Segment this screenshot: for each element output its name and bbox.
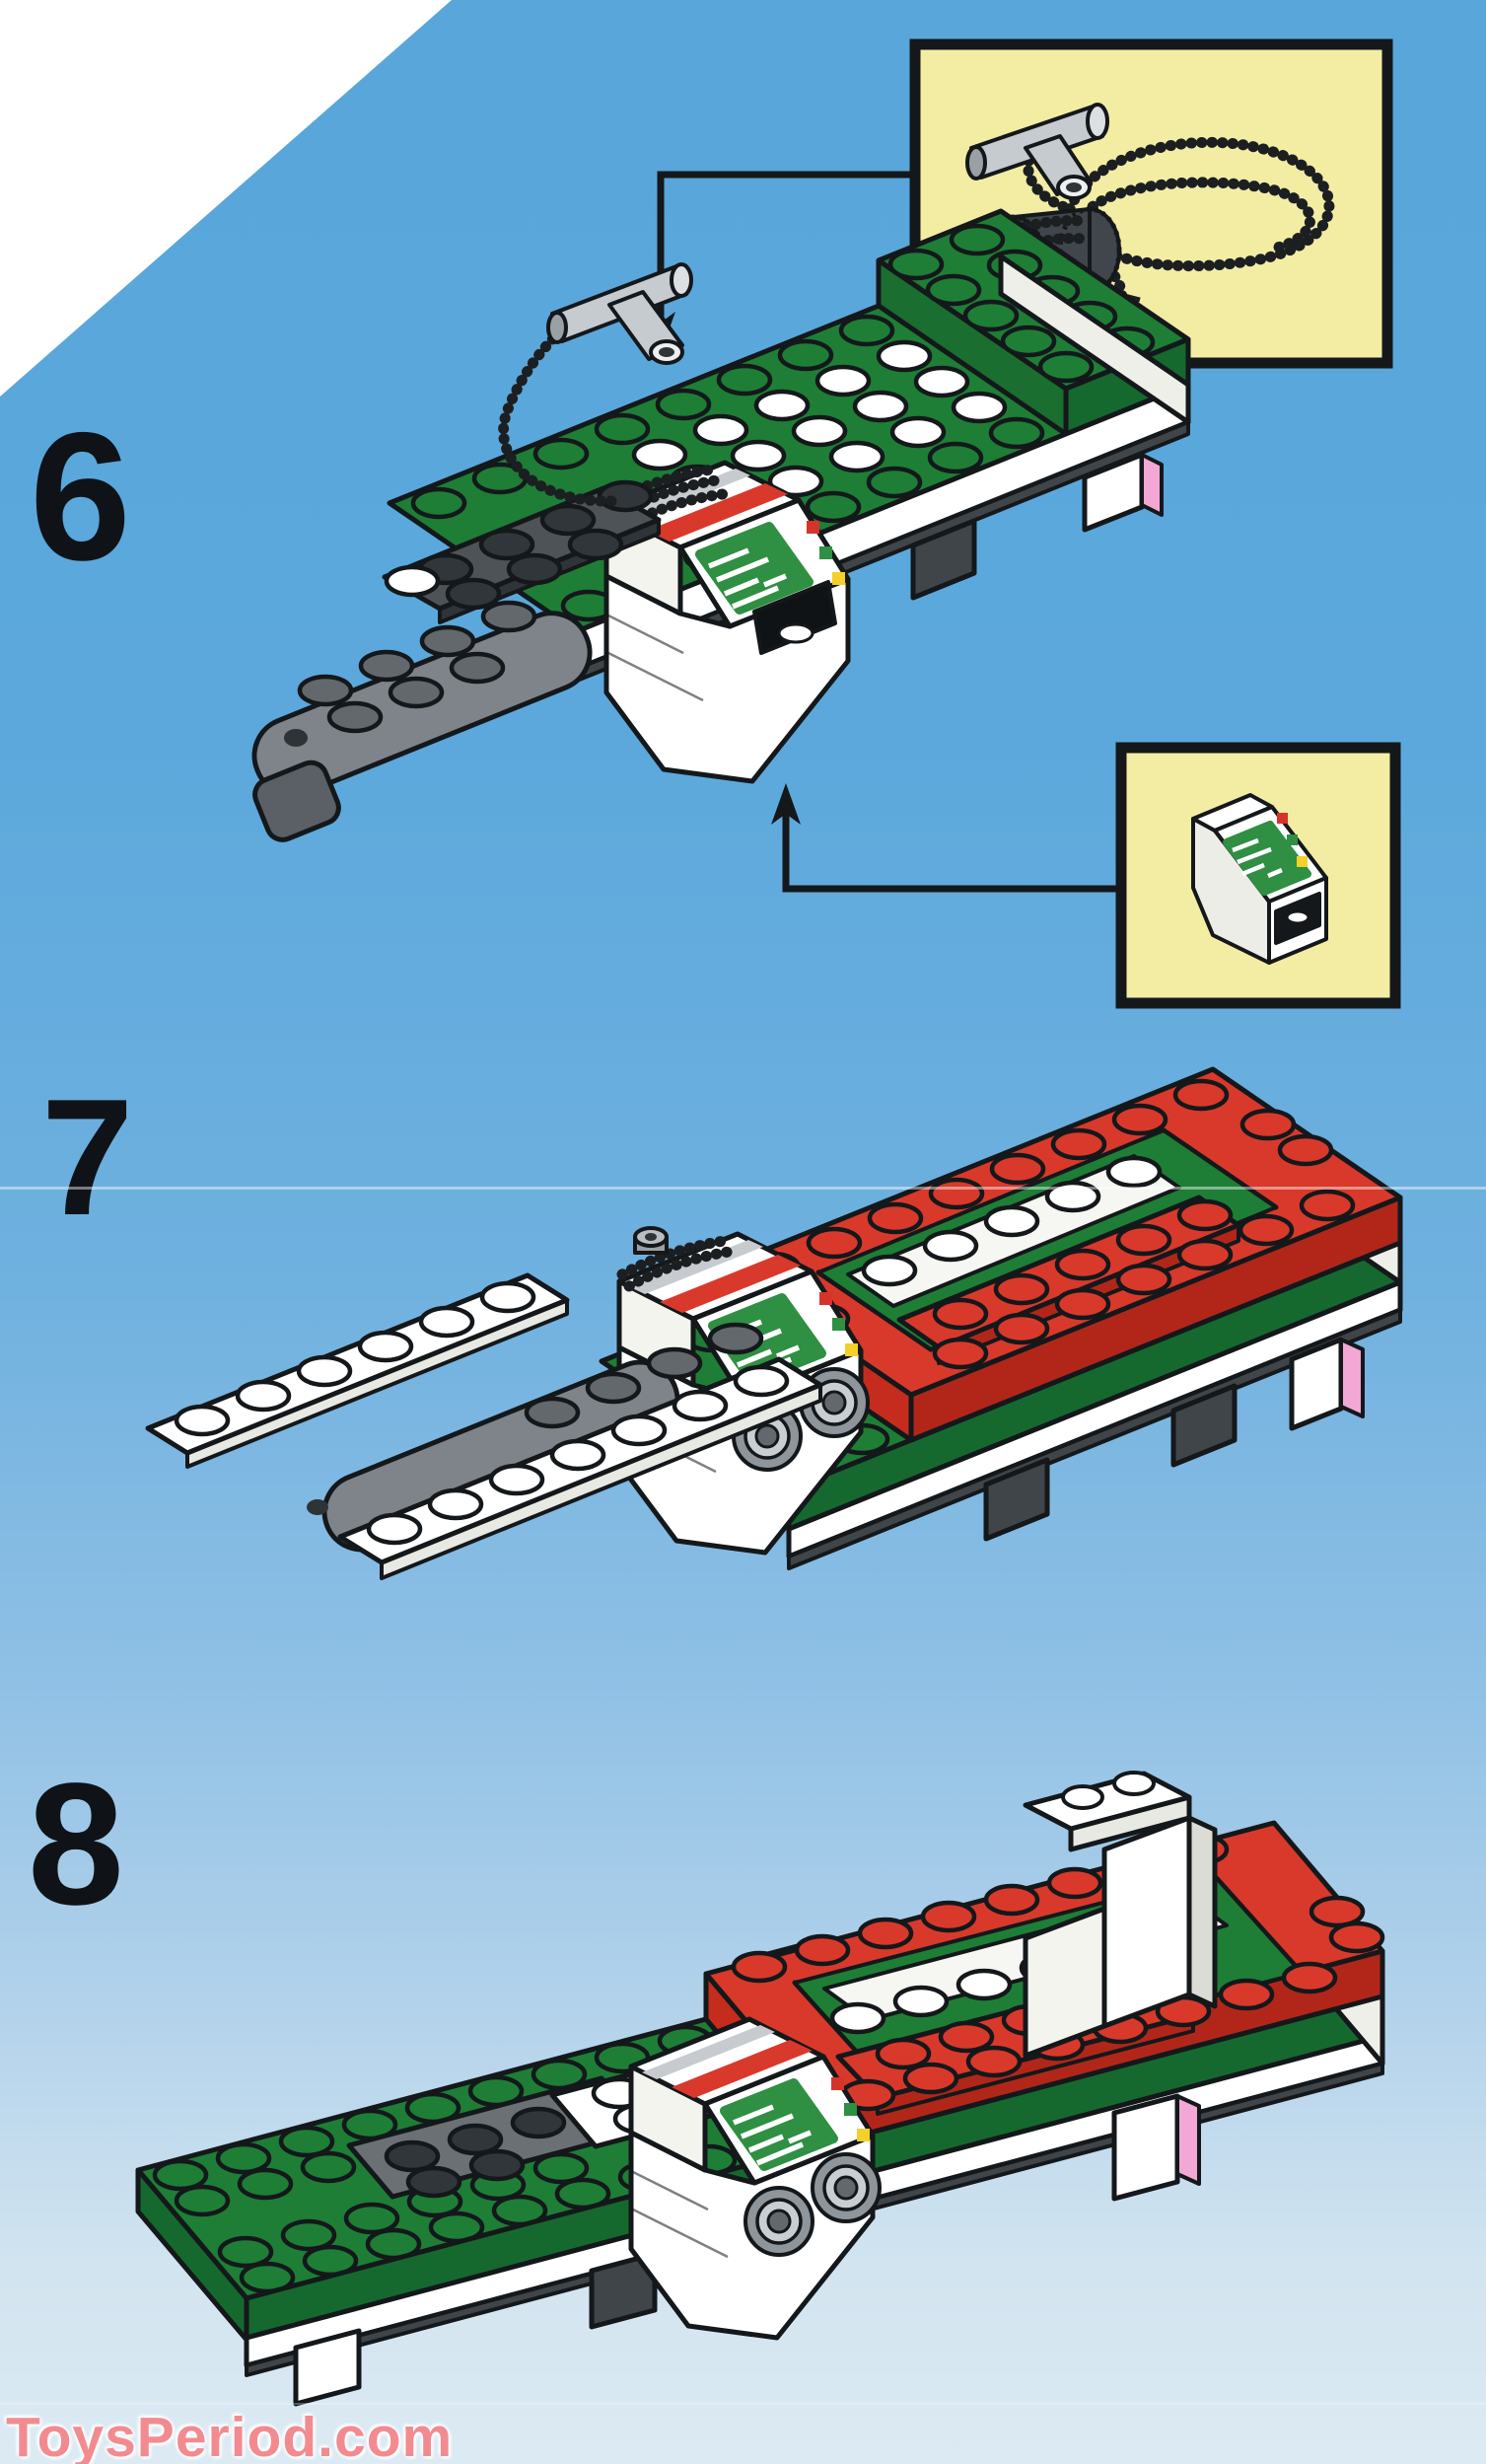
step7-cab [619,1226,870,1553]
step6-end-face [998,254,1191,425]
wheel [811,2152,882,2223]
step6-model [251,208,1191,842]
step8-model [135,1771,1385,2407]
step6-pink-tile [1140,453,1164,517]
page-corner [0,0,452,397]
step7-tow-plates [145,1272,823,1580]
step7-underside [787,1308,1402,1570]
wheel [743,2186,814,2257]
step7-leg [1170,1383,1238,1468]
step8-bracket [1023,1771,1218,2059]
step8-pink-tile [1175,2094,1201,2186]
step6-tow-plates [251,482,662,842]
callout-control-panel [1115,742,1401,1009]
step6-number: 6 [30,396,131,599]
step8-white-leg [1111,2093,1180,2202]
step6-leg [910,518,977,601]
step8-white-leg [293,2328,362,2407]
step7-red-frame [721,1066,1403,1443]
step7-leg [983,1457,1050,1542]
step7-pink-tile [1339,1338,1365,1418]
control-panel-slope-brick-icon [1191,793,1328,965]
step8-number: 8 [28,1748,124,1941]
watermark: ToysPeriod.com [6,2406,454,2464]
arrow-to-control-panel [771,783,1121,893]
step8-leg [589,2251,658,2330]
step7-model [145,1066,1403,1580]
step6-string-and-nozzle [498,262,693,507]
step7-number: 7 [41,1064,133,1250]
